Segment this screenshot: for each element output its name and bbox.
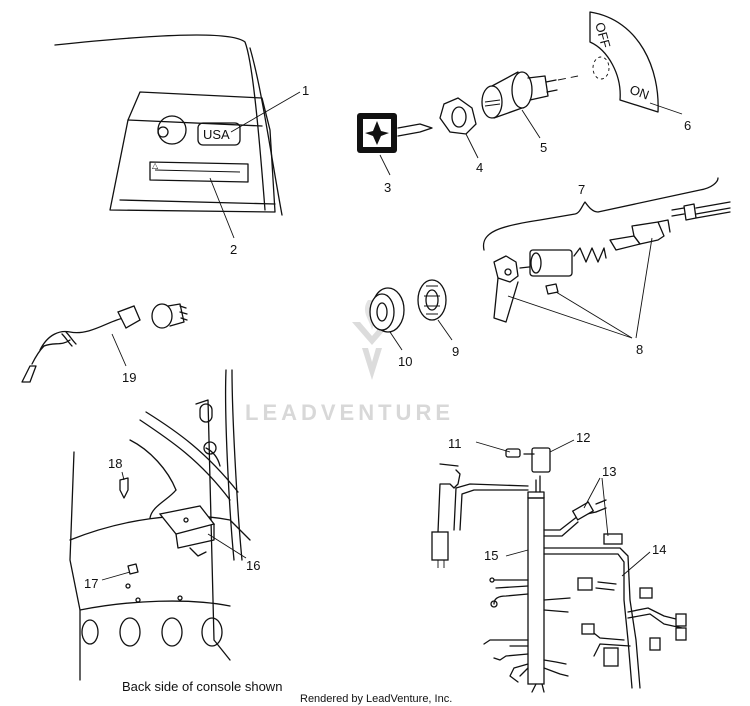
switch-on-label: ON [628,82,651,103]
callout-6: 6 [684,118,691,133]
key-icon [357,113,433,153]
callout-16: 16 [246,558,260,573]
callout-8: 8 [636,342,643,357]
watermark-text: LEADVENTURE [245,400,454,425]
lock-washer-icon [417,279,447,321]
tether-cord-icon [21,303,188,383]
svg-text:△: △ [152,161,159,170]
wiring-harness [431,447,687,693]
console-panel: USA △ [54,34,283,216]
caption-back-side: Back side of console shown [122,679,282,694]
switch-off-label: OFF [592,21,613,50]
callout-14: 14 [652,542,666,557]
decal-usa: USA [203,127,230,142]
callout-7: 7 [578,182,585,197]
switch-decal: OFF ON [589,11,659,113]
nut-icon [439,97,477,135]
brake-switch-assembly [493,201,731,323]
bezel-nut-icon [369,287,405,333]
footer-credit: Rendered by LeadVenture, Inc. [300,693,452,705]
console-back-side [69,369,251,681]
callout-3: 3 [384,180,391,195]
callout-2: 2 [230,242,237,257]
callout-12: 12 [576,430,590,445]
callout-15: 15 [484,548,498,563]
callout-5: 5 [540,140,547,155]
callout-13: 13 [602,464,616,479]
callout-1: 1 [302,83,309,98]
callout-11: 11 [448,436,462,451]
callout-9: 9 [452,344,459,359]
callout-19: 19 [122,370,136,385]
callout-4: 4 [476,160,483,175]
callout-10: 10 [398,354,412,369]
bracket-7 [482,177,719,251]
callout-18: 18 [108,456,122,471]
callout-17: 17 [84,576,98,591]
ignition-switch-icon [481,71,558,119]
